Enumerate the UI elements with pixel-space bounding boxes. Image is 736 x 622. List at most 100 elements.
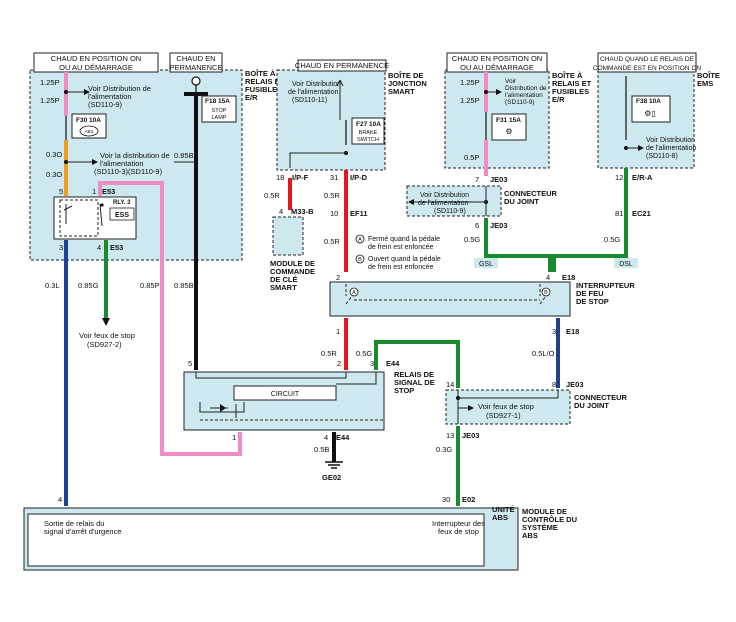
pin-number: 10 <box>330 209 338 218</box>
box-label-line: FUSIBLES <box>552 87 589 96</box>
wire-label: 0.85B <box>174 281 194 290</box>
wire-label: 0.3O <box>46 170 62 179</box>
connector-label: JE03 <box>490 221 508 230</box>
pin-number: 4 <box>97 243 101 252</box>
wire-green-dsl <box>552 168 628 272</box>
fuse-sub: LAMP <box>212 115 227 121</box>
fuse-f27: F27 10A BRAKE SWITCH <box>351 117 385 145</box>
fuse-sub: SWITCH <box>357 137 379 143</box>
box-label-line: EMS <box>697 79 713 88</box>
wire-label: 0.5R <box>321 349 337 358</box>
box-label-line: DE CLÉ <box>270 275 298 284</box>
circuit-label: CIRCUIT <box>271 391 300 398</box>
fuse-label: F27 10A <box>356 121 381 128</box>
fuse-f18: F18 15A STOP LAMP <box>201 95 237 123</box>
arrow-down-icon <box>102 318 110 326</box>
legend-a-icon <box>355 234 365 244</box>
connector-label: EF11 <box>350 209 368 218</box>
pin-number: 13 <box>446 431 454 440</box>
pin-number: 4 <box>58 495 62 504</box>
smart-key-module: MODULE DE COMMANDE DE CLÉ SMART <box>270 216 315 292</box>
stop-lamp-switch: INTERRUPTEUR DE FEU DE STOP A B <box>329 281 635 317</box>
box-label-line: MODULE DE <box>522 507 567 516</box>
box-label-line: CONNECTEUR <box>574 393 628 402</box>
fuse-f31: F31 15A ⚙ <box>491 113 527 141</box>
note-power-distribution-2: (SD110-3)(SD110-9) <box>94 167 163 176</box>
connector-label: E/R-A <box>632 173 653 182</box>
header-hot-on-start: CHAUD EN POSITION ON <box>51 54 141 63</box>
connector-label: E53 <box>110 243 123 252</box>
box-label-line: BOÎTE <box>697 71 720 80</box>
note-distribution-11: (SD110-11) <box>292 97 327 104</box>
wire-label: 0.5P <box>464 153 479 162</box>
wire-label: 1.25P <box>460 96 480 105</box>
connector-label: E53 <box>102 187 115 196</box>
pin-number: 12 <box>615 173 623 182</box>
header-hot-always: CHAUD EN <box>176 54 215 63</box>
note-stop-lamp-2: (SD927-1) <box>486 411 521 420</box>
fuse-label: F31 15A <box>496 117 521 124</box>
connector-label: I/P-D <box>350 173 368 182</box>
note-distribution-9: Voir <box>505 78 517 85</box>
connector-label: I/P-F <box>292 173 309 182</box>
wire-label: 1.25P <box>460 78 480 87</box>
stop-signal-relay: RELAIS DE SIGNAL DE STOP CIRCUIT <box>183 370 435 431</box>
abs-right-text: feux de stop <box>438 527 479 536</box>
box-label-line: DE STOP <box>576 297 609 306</box>
connector-label: JE03 <box>490 175 508 184</box>
box-label-line: UNITÉ <box>492 505 515 514</box>
pin-number: 3 <box>370 359 374 368</box>
dsl-label: DSL <box>619 261 633 268</box>
pin-number: 8 <box>552 380 556 389</box>
wire-label: 0.85B <box>174 151 194 160</box>
pin-number: 2 <box>337 359 341 368</box>
header-relay-on: CHAUD QUAND LE RELAIS DE <box>600 56 695 63</box>
box-label-line: BOÎTE À <box>245 69 276 78</box>
header-hot-on-start-b: CHAUD EN POSITION ON <box>452 54 542 63</box>
legend-b-text: de frein est enfoncée <box>368 264 433 271</box>
note-distribution-9: Distribution de <box>505 85 547 92</box>
note-power-distribution: Voir Distribution de <box>88 84 151 93</box>
gsl-label: GSL <box>479 261 493 268</box>
wire-label: 0.5R <box>324 237 340 246</box>
wire-label: 0.85P <box>140 281 160 290</box>
pin-number: 4 <box>546 273 550 282</box>
relay-name: RLY. 3 <box>113 200 131 206</box>
box-label-line: ABS <box>522 531 538 540</box>
box-label-line: SIGNAL DE <box>394 378 435 387</box>
note-distribution-9b: (SD110-9) <box>434 208 466 215</box>
box-label-line: RELAIS DE <box>394 370 434 379</box>
box-label-line: RELAIS ET <box>552 79 592 88</box>
box-label-line: FUSIBLES <box>245 85 282 94</box>
fuse-label: F38 10A <box>636 98 661 105</box>
box-label-line: E/R <box>552 95 565 104</box>
box-label-line: E/R <box>245 93 258 102</box>
pin-number: 7 <box>475 175 479 184</box>
connector-label: E44 <box>386 359 400 368</box>
ground-icon <box>325 461 343 469</box>
legend-b-text: Ouvert quand la pédale <box>368 256 441 263</box>
fuse-label: F18 15A <box>205 98 230 105</box>
connector-label: M33-B <box>291 207 314 216</box>
box-label-line: SMART <box>270 283 297 292</box>
box-label-line: ABS <box>492 513 508 522</box>
engine-icon: ⚙▯ <box>644 109 656 118</box>
note-distribution-9: (SD110-9) <box>505 99 535 106</box>
box-label-line: COMMANDE <box>270 267 315 276</box>
note-power-distribution: (SD110-9) <box>88 100 123 109</box>
svg-text:B: B <box>358 257 362 263</box>
header-hot-on-start-2: OU AU DÉMARRAGE <box>59 63 133 72</box>
header-hot-always-3: CHAUD EN PERMANENCE <box>295 61 389 70</box>
box-label-line: STOP <box>394 386 414 395</box>
pin-number: 3 <box>59 243 63 252</box>
wire-label: 0.5G <box>356 349 372 358</box>
wire-label: 0.5R <box>264 191 280 200</box>
svg-text:A: A <box>358 237 362 243</box>
wire-label: 0.85G <box>78 281 99 290</box>
connector-label: JE03 <box>566 380 584 389</box>
connector-label: E44 <box>336 433 350 442</box>
header-relay-on-2: COMMANDE EST EN POSITION ON <box>593 65 702 72</box>
pin-number: 5 <box>59 187 63 196</box>
wire-label: 0.3L <box>45 281 60 290</box>
